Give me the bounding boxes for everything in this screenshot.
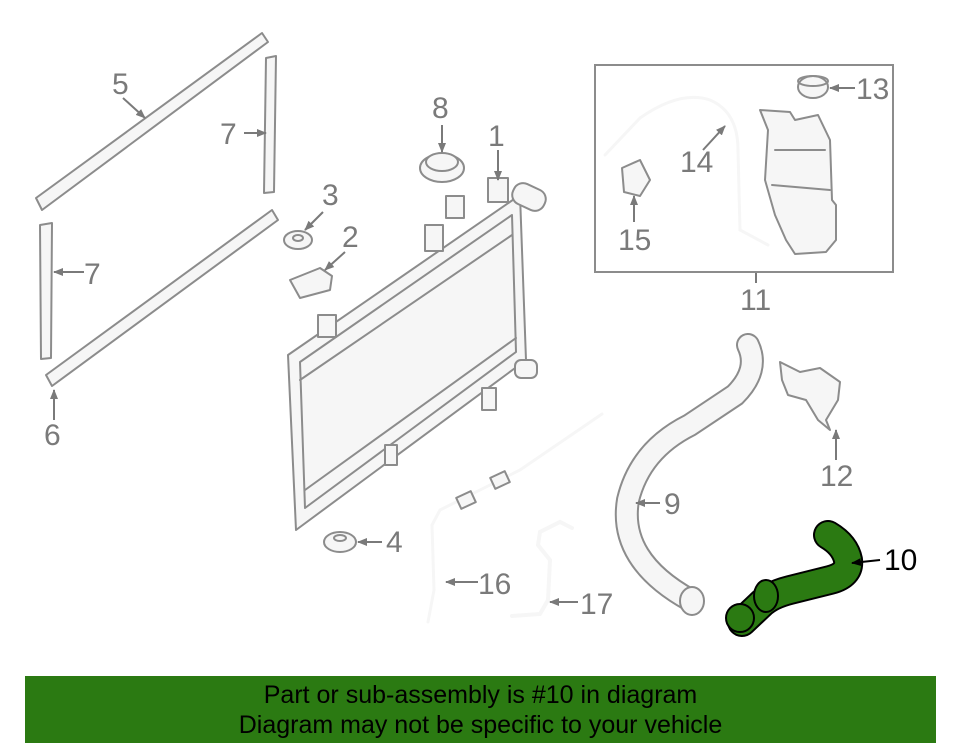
radiator <box>287 177 547 531</box>
transmission-cooler-line-16 <box>426 412 604 624</box>
callout-14: 14 <box>680 146 713 179</box>
callout-17: 17 <box>580 588 613 621</box>
callout-9: 9 <box>664 488 681 521</box>
radiator-cap <box>419 152 465 183</box>
overflow-hose <box>603 95 770 247</box>
callout-11: 11 <box>740 284 771 317</box>
banner-line-disclaimer: Diagram may not be specific to your vehi… <box>238 711 723 739</box>
callout-5: 5 <box>112 68 129 101</box>
seal-strip-lower <box>45 209 279 387</box>
callout-16: 16 <box>478 568 511 601</box>
banner-line-part: Part or sub-assembly is #10 in diagram <box>263 681 698 709</box>
reservoir-tank <box>759 109 837 255</box>
mount-bushing-lower <box>323 531 357 553</box>
callout-4: 4 <box>386 526 403 559</box>
seal-strip-upper <box>35 32 269 211</box>
parts-diagram: 5 6 7 7 8 1 3 2 4 9 10 11 12 13 14 15 16… <box>35 32 917 637</box>
callout-13: 13 <box>856 73 889 106</box>
reservoir-cap <box>797 75 829 99</box>
mount-bushing-upper <box>283 230 313 250</box>
upper-radiator-hose <box>614 333 764 616</box>
callout-12: 12 <box>820 460 853 493</box>
seal-strip-side-left <box>39 222 53 360</box>
callout-3: 3 <box>322 179 339 212</box>
callout-1: 1 <box>488 120 505 153</box>
info-banner: Part or sub-assembly is #10 in diagram D… <box>25 676 936 743</box>
callout-7-lower: 7 <box>84 258 101 291</box>
lower-radiator-hose-highlighted <box>725 520 864 637</box>
mount-bracket <box>289 267 333 299</box>
hose-17 <box>510 519 574 618</box>
seal-strip-side-right <box>263 55 277 194</box>
callout-2: 2 <box>342 221 359 254</box>
hose-bracket <box>779 361 841 431</box>
reservoir-assembly-box <box>594 64 894 273</box>
callout-7-upper: 7 <box>220 118 237 151</box>
callout-arrows <box>50 84 881 606</box>
callout-6: 6 <box>44 419 61 452</box>
callout-15: 15 <box>618 224 651 257</box>
hose-clip <box>621 159 651 197</box>
callout-labels: 5 6 7 7 8 1 3 2 4 9 10 11 12 13 14 15 16… <box>44 68 917 621</box>
callout-8: 8 <box>432 92 449 125</box>
callout-10: 10 <box>884 544 917 577</box>
